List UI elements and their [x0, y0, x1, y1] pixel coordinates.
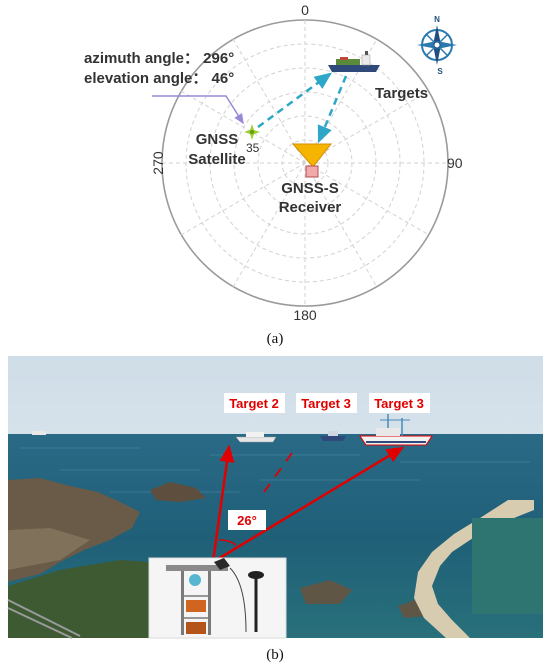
- dashed-arrow-satellite-to-ship: [257, 72, 333, 129]
- target-label-3: Target 3: [374, 396, 424, 411]
- receiver-label-line2: Receiver: [279, 199, 342, 216]
- ship-icon: [328, 51, 380, 72]
- elevation-annotation: elevation angle： 46°: [84, 70, 234, 87]
- ray-to-target-3-trawler: [212, 446, 405, 564]
- equipment-inset: [148, 557, 287, 639]
- distant-ship: [32, 431, 46, 435]
- angle-label: 26°: [237, 513, 257, 528]
- target-label-2: Target 3: [301, 396, 351, 411]
- satellite-icon: [244, 124, 260, 140]
- azimuth-annotation: azimuth angle： 296°: [84, 50, 234, 67]
- compass-north: N: [434, 15, 440, 24]
- ship-target-3-trawler: [359, 414, 433, 446]
- dashed-arrow-ship-to-receiver: [317, 75, 348, 144]
- polar-label-270: 270: [150, 151, 166, 175]
- satellite-prn: 35: [246, 141, 260, 155]
- satellite-label-line2: Satellite: [188, 151, 246, 168]
- ship-target-3-small: [320, 431, 346, 441]
- compass-icon: [417, 25, 457, 65]
- annotation-leader-arrow: [152, 95, 244, 125]
- polar-spokes: [162, 20, 448, 306]
- panel-a-polar-plot: 0 90 180 270 azimuth angle： 296° elevati…: [84, 2, 463, 323]
- panel-a-caption: (a): [267, 331, 284, 347]
- angle-arc: [218, 539, 237, 546]
- satellite-label-line1: GNSS: [196, 131, 239, 148]
- ray-to-target-3-dashed: [263, 445, 298, 493]
- polar-label-180: 180: [293, 307, 317, 323]
- compass-south: S: [437, 67, 443, 76]
- polar-label-0: 0: [301, 2, 309, 18]
- polar-label-90: 90: [447, 155, 463, 171]
- receiver-label-line1: GNSS-S: [281, 180, 339, 197]
- panel-b-photo: Target 2 Target 3 Target 3 26°: [7, 356, 543, 639]
- targets-label: Targets: [375, 85, 428, 102]
- panel-b-caption: (b): [266, 647, 284, 663]
- ray-to-target-2: [211, 444, 235, 563]
- target-label-1: Target 2: [229, 396, 279, 411]
- ship-target-2: [235, 432, 277, 443]
- receiver-icon: [291, 143, 333, 178]
